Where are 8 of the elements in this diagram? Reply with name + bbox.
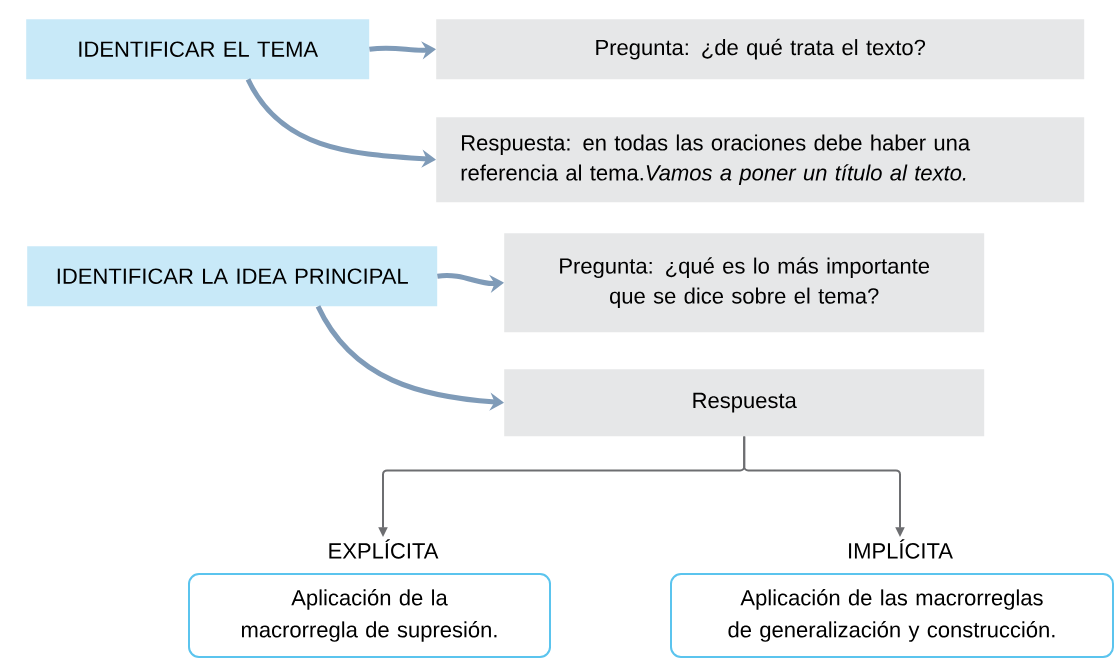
text-box: Respuesta	[504, 369, 985, 437]
text-box: Pregunta: ¿de qué trata el texto?	[436, 19, 1085, 80]
text-box: Pregunta: ¿qué es lo más importante que se dice sobre el tema?	[504, 233, 985, 333]
topic-box: IDENTIFICAR LA IDEA PRINCIPAL	[27, 246, 438, 307]
text-box: Respuesta: en todas las oraciones debe haber una referencia al tema.Vamos a poner un título al texto.	[436, 117, 1085, 203]
category-heading: IMPLÍCITA	[849, 539, 953, 559]
topic-box: IDENTIFICAR EL TEMA	[26, 19, 370, 80]
category-heading: EXPLÍCITA	[329, 539, 439, 559]
